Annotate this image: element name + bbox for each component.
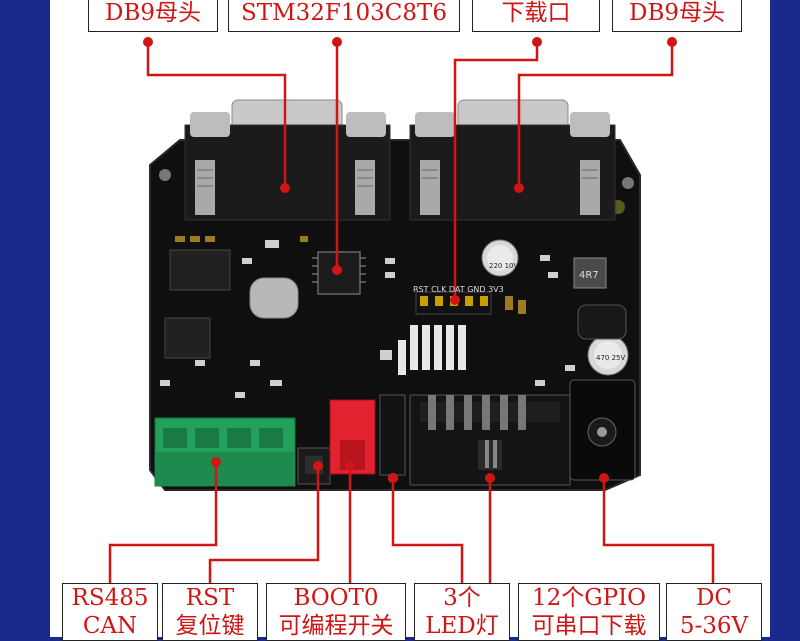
leader-lines — [108, 42, 715, 583]
label-rst-line2: 复位键 — [175, 613, 245, 639]
label-gpio: 12个GPIO 可串口下载 — [518, 583, 660, 641]
label-dc-line1: DC — [695, 585, 733, 611]
label-leds-line2: LED灯 — [425, 613, 499, 639]
label-dc: DC 5-36V — [666, 583, 762, 641]
label-gpio-line2: 可串口下载 — [531, 613, 647, 639]
smd-parts — [160, 240, 575, 398]
mounting-hole — [159, 169, 171, 181]
ic-u11 — [169, 249, 231, 291]
label-leds-line1: 3个 — [443, 585, 481, 611]
silkscreen: RST CLK DAT GND 3V3 220 10V 470 25V 4R7 — [413, 262, 625, 362]
db9-connector-left — [184, 99, 391, 221]
label-rst: RST 复位键 — [162, 583, 258, 641]
cap2-silk: 470 25V — [596, 354, 625, 362]
header-silk: RST CLK DAT GND 3V3 — [413, 285, 504, 294]
leader-dots — [143, 37, 677, 483]
mcu-pins — [312, 257, 366, 283]
label-rs485-line2: CAN — [82, 613, 138, 639]
gpio-header — [409, 394, 571, 486]
label-boot0-line2: 可编程开关 — [278, 613, 394, 639]
mounting-hole — [622, 177, 634, 189]
label-rs485-line1: RS485 — [71, 585, 149, 611]
label-download: 下载口 — [472, 0, 600, 32]
label-db9-right: DB9母头 — [612, 0, 742, 32]
led-connector — [379, 394, 406, 476]
inductor-silk: 4R7 — [579, 270, 599, 281]
resistor-array — [398, 325, 466, 375]
label-boot0: BOOT0 可编程开关 — [266, 583, 406, 641]
label-rst-line1: RST — [185, 585, 235, 611]
label-boot0-line1: BOOT0 — [293, 585, 379, 611]
crystal — [249, 277, 299, 319]
ic-u13 — [164, 317, 211, 359]
label-mcu: STM32F103C8T6 — [228, 0, 460, 32]
rs485-can-terminal — [154, 417, 296, 487]
label-rs485-can: RS485 CAN — [62, 583, 158, 641]
boot0-switch — [329, 399, 376, 475]
db9-connector-right — [409, 99, 616, 221]
smd-caps — [175, 236, 526, 314]
cap-silk: 220 10V — [489, 262, 518, 270]
label-dc-line2: 5-36V — [679, 613, 749, 639]
inductor — [573, 257, 607, 289]
label-leds: 3个 LED灯 — [414, 583, 510, 641]
label-db9-left: DB9母头 — [88, 0, 218, 32]
power-module — [577, 304, 627, 340]
label-gpio-line1: 12个GPIO — [531, 585, 647, 611]
